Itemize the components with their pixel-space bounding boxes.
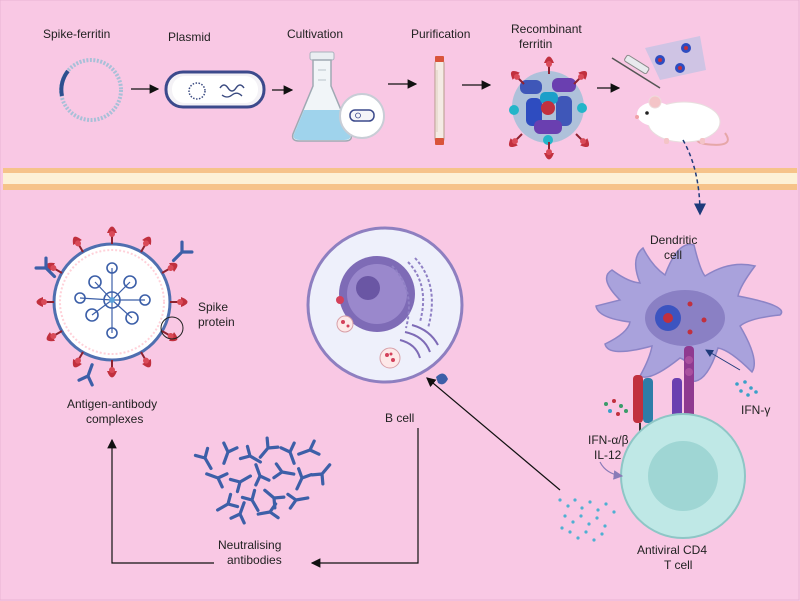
- label-spike-ferritin: Spike-ferritin: [43, 27, 111, 41]
- label-complexes-1: Antigen-antibody: [67, 397, 158, 411]
- spike-ferritin-ring-icon: [59, 58, 123, 122]
- ifn-gamma-dots-icon: [735, 380, 758, 397]
- cytokine-cloud-icon: [558, 498, 616, 542]
- antigen-antibody-complex-icon: [34, 225, 194, 387]
- mouse-icon: [635, 95, 729, 146]
- dendritic-cell-icon: [595, 243, 783, 383]
- arrow-tcell-to-bcell: [426, 377, 561, 491]
- label-cd4-2: T cell: [664, 558, 693, 572]
- plasmid-capsule-icon: [164, 70, 266, 109]
- cytokine-arrow: [599, 461, 624, 480]
- divider-band-inner: [3, 173, 797, 184]
- label-il12: IL-12: [594, 448, 622, 462]
- label-spike-2: protein: [198, 315, 235, 329]
- label-plasmid: Plasmid: [168, 30, 211, 44]
- ifn-alpha-beta-dots-icon: [604, 399, 628, 416]
- label-ifn-gamma: IFN-γ: [741, 403, 771, 417]
- syringe-icon: [611, 54, 661, 89]
- label-dendritic-1: Dendritic: [650, 233, 698, 247]
- cd4-t-cell-icon: [620, 413, 746, 539]
- arrow-antibodies-to-complexes: [107, 438, 214, 564]
- label-spike-1: Spike: [198, 300, 229, 314]
- label-dendritic-2: cell: [664, 248, 683, 262]
- b-cell-icon: [306, 226, 464, 385]
- dashed-arrow-to-dendritic: [682, 139, 706, 216]
- purification-column-icon: [434, 56, 445, 145]
- label-complexes-2: complexes: [86, 412, 144, 426]
- label-neutralising-2: antibodies: [227, 553, 282, 567]
- label-cultivation: Cultivation: [287, 27, 344, 41]
- cultivation-flask-icon: [291, 51, 385, 142]
- recombinant-ferritin-icon: [505, 55, 593, 161]
- label-purification: Purification: [411, 27, 471, 41]
- label-neutralising-1: Neutralising: [218, 538, 282, 552]
- label-recombinant-2: ferritin: [519, 37, 553, 51]
- label-recombinant-1: Recombinant: [511, 22, 582, 36]
- vaccine-particles-icon: [645, 36, 706, 80]
- arrow-bcell-to-antibodies: [310, 428, 419, 568]
- label-cd4-1: Antiviral CD4: [637, 543, 708, 557]
- label-ifn-alpha-beta: IFN-α/β: [588, 433, 629, 447]
- label-b-cell: B cell: [385, 411, 415, 425]
